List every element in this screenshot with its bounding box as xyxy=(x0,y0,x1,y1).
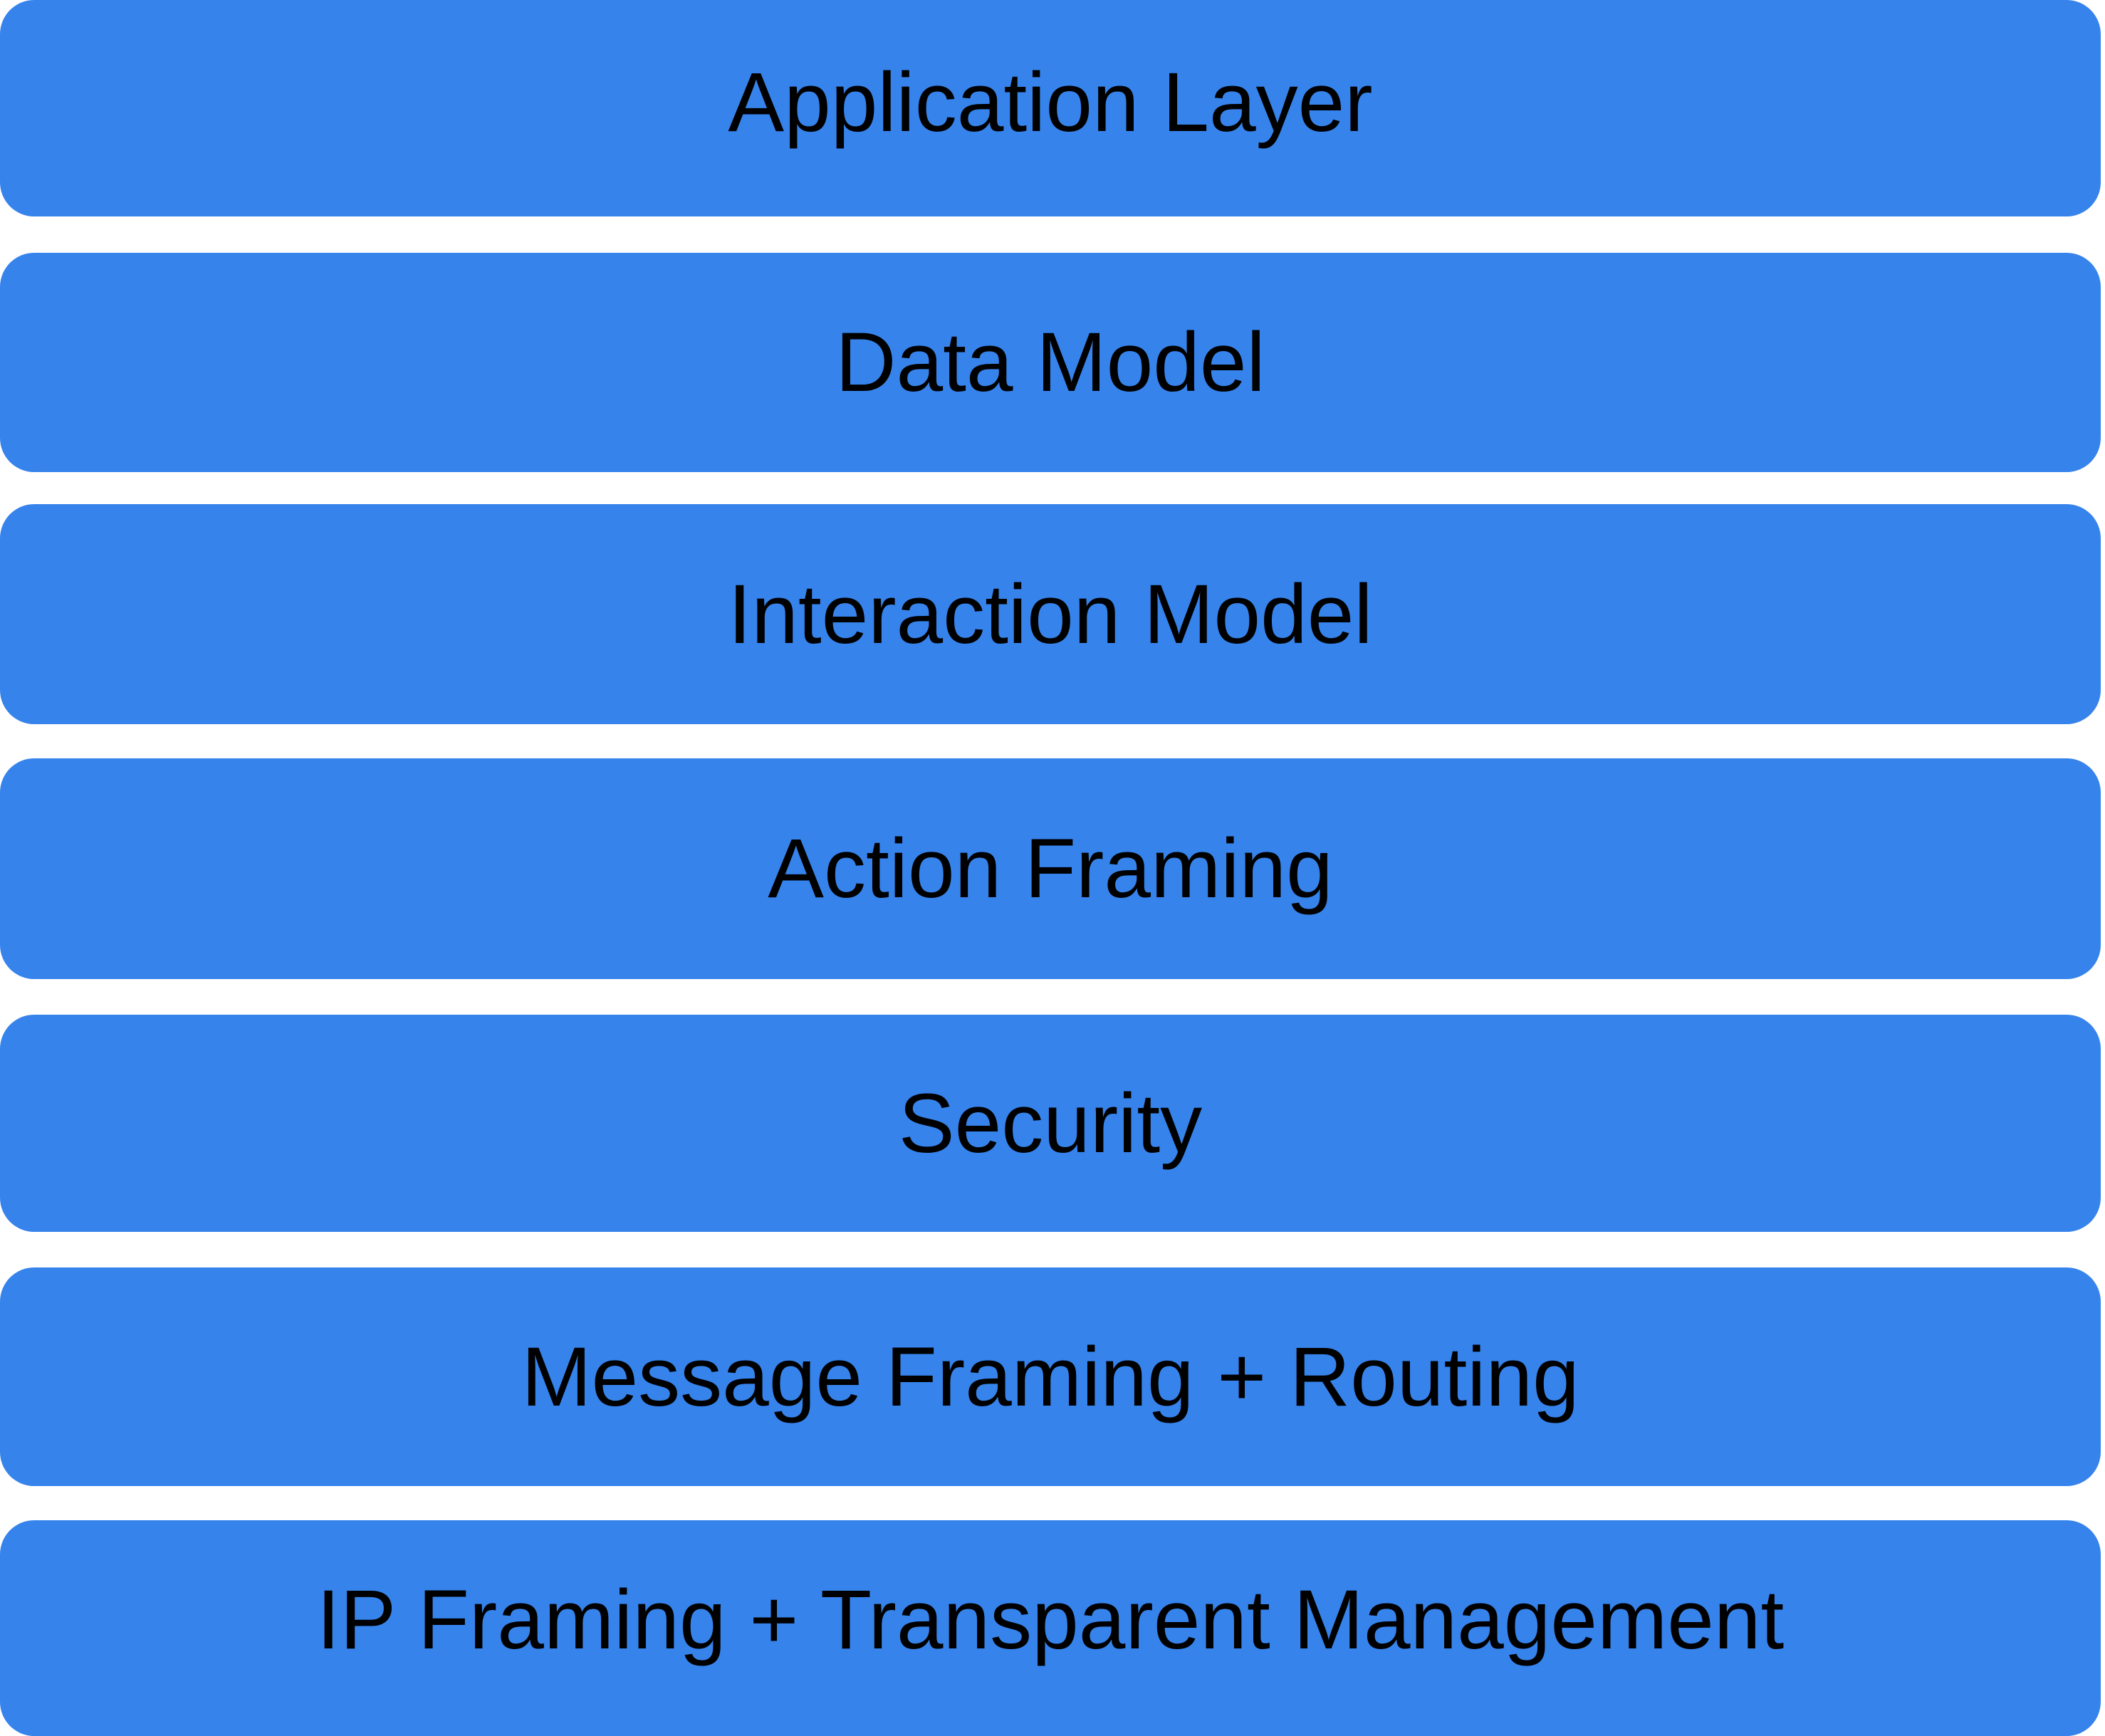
layer-bar-security: Security xyxy=(0,1015,2101,1232)
layer-label-interaction-model: Interaction Model xyxy=(728,567,1373,662)
layer-label-message-framing-routing: Message Framing + Routing xyxy=(521,1329,1579,1424)
layer-label-application-layer: Application Layer xyxy=(728,56,1373,150)
layer-label-security: Security xyxy=(898,1076,1203,1171)
layer-bar-message-framing-routing: Message Framing + Routing xyxy=(0,1267,2101,1486)
layer-bar-interaction-model: Interaction Model xyxy=(0,504,2101,724)
layer-label-ip-framing-transparent-management: IP Framing + Transparent Management xyxy=(316,1572,1785,1667)
layer-label-data-model: Data Model xyxy=(835,315,1265,409)
layer-bar-application-layer: Application Layer xyxy=(0,0,2101,216)
layer-bar-action-framing: Action Framing xyxy=(0,758,2101,979)
layer-bar-ip-framing-transparent-management: IP Framing + Transparent Management xyxy=(0,1520,2101,1736)
layer-bar-data-model: Data Model xyxy=(0,253,2101,472)
layer-label-action-framing: Action Framing xyxy=(768,822,1333,916)
